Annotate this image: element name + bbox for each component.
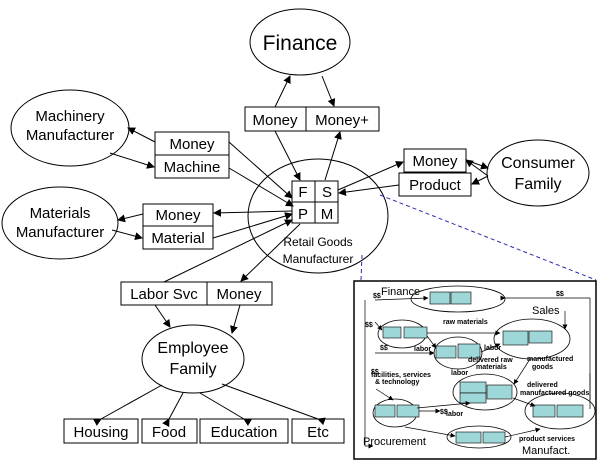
svg-text:facilities, services: facilities, services — [371, 372, 431, 379]
svg-text:Money: Money — [216, 286, 262, 303]
svg-text:labor: labor — [484, 345, 501, 352]
consumer-label-2: Family — [514, 176, 561, 193]
svg-text:labor: labor — [446, 411, 463, 418]
retail-label-2: Manufacturer — [283, 252, 354, 266]
svg-text:Money: Money — [252, 112, 298, 129]
svg-text:Money: Money — [169, 136, 215, 153]
svg-text:Money+: Money+ — [315, 112, 369, 129]
box-money-material: Money — [142, 203, 214, 227]
svg-text:Education: Education — [211, 424, 278, 441]
box-material: Material — [142, 225, 214, 250]
box-product: Product — [398, 172, 472, 197]
fspm-p: P — [298, 206, 308, 223]
materials-label-2: Manufacturer — [16, 224, 104, 241]
box-money-labor: Money — [206, 281, 273, 306]
box-etc: Etc — [291, 418, 345, 444]
materials-manufacturer-node — [1, 186, 119, 260]
box-food: Food — [141, 418, 198, 444]
svg-text:$$: $$ — [556, 291, 564, 298]
svg-text:$$: $$ — [371, 369, 379, 376]
consumer-family-node — [486, 139, 590, 207]
box-money-finance: Money — [244, 106, 307, 132]
machinery-label-2: Manufacturer — [26, 127, 114, 144]
box-money-plus: Money+ — [305, 106, 380, 132]
box-money-consumer: Money — [403, 148, 467, 173]
inset-procurement-label: Procurement — [363, 436, 426, 448]
machinery-label-1: Machinery — [35, 108, 105, 125]
svg-text:Money: Money — [155, 207, 201, 224]
employee-family-node — [141, 324, 245, 394]
svg-text:Etc: Etc — [307, 424, 329, 441]
svg-text:$$: $$ — [440, 409, 448, 416]
arrows — [92, 75, 489, 428]
svg-text:Machine: Machine — [164, 159, 221, 176]
finance-label: Finance — [263, 32, 338, 55]
svg-text:Housing: Housing — [73, 424, 128, 441]
employee-label-2: Family — [169, 361, 216, 378]
consumer-label-1: Consumer — [501, 155, 575, 172]
svg-text:delivered: delivered — [527, 382, 558, 389]
inset-sales-label: Sales — [532, 305, 560, 317]
inset-finance-label: Finance — [381, 286, 420, 298]
svg-text:Labor Svc: Labor Svc — [130, 286, 198, 303]
svg-text:Money: Money — [412, 153, 458, 170]
svg-text:goods: goods — [532, 364, 553, 371]
svg-text:product services: product services — [519, 436, 575, 443]
fspm-grid: F S P M — [291, 180, 339, 224]
finance-node — [249, 8, 351, 76]
box-money-machine: Money — [154, 131, 230, 156]
svg-text:manufactured goods: manufactured goods — [520, 390, 589, 397]
fspm-f: F — [298, 184, 307, 201]
svg-text:$$: $$ — [373, 293, 381, 300]
svg-text:Product: Product — [409, 177, 462, 194]
svg-text:materials: materials — [476, 364, 507, 371]
box-education: Education — [199, 418, 289, 444]
svg-text:delivered raw: delivered raw — [468, 357, 513, 364]
retail-label-1: Retail Goods — [283, 235, 352, 249]
svg-text:& technology: & technology — [375, 379, 419, 386]
svg-text:Food: Food — [152, 424, 186, 441]
svg-text:labor: labor — [414, 346, 431, 353]
svg-text:raw materials: raw materials — [443, 319, 488, 326]
inset-manufact-label: Manufact. — [522, 445, 570, 457]
svg-text:$$: $$ — [365, 322, 373, 329]
box-machine: Machine — [154, 154, 230, 179]
employee-label-1: Employee — [157, 340, 228, 357]
svg-text:manufactured: manufactured — [527, 356, 573, 363]
svg-text:$$: $$ — [380, 345, 388, 352]
inset-panel: Finance Sales Procurement Manufact. $$ $… — [353, 280, 597, 460]
fspm-s: S — [322, 184, 332, 201]
svg-text:labor: labor — [451, 370, 468, 377]
svg-text:Material: Material — [151, 230, 204, 247]
materials-label-1: Materials — [30, 205, 91, 222]
box-labor-svc: Labor Svc — [120, 281, 208, 306]
fspm-m: M — [321, 206, 334, 223]
box-housing: Housing — [63, 418, 139, 444]
